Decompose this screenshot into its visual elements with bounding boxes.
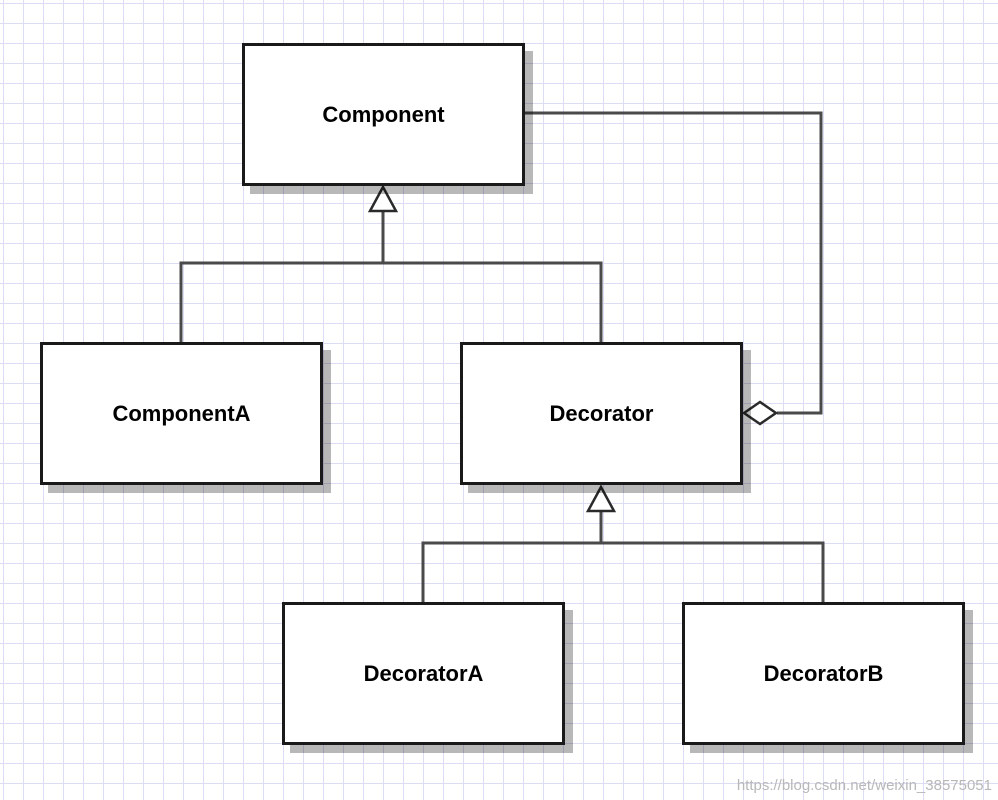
generalization-componenta-to-component: [179, 261, 603, 342]
class-name-decorator: Decorator: [549, 400, 654, 426]
class-decoratora[interactable]: DecoratorA: [282, 602, 565, 745]
class-name-decoratora: DecoratorA: [363, 660, 484, 686]
aggregation-decorator-component-line: [525, 111, 823, 415]
generalization-arrowhead-decorator: [585, 484, 617, 513]
class-decorator[interactable]: Decorator: [460, 342, 743, 485]
class-decoratorb[interactable]: DecoratorB: [682, 602, 965, 745]
generalization-decorators-to-decorator: [421, 541, 825, 602]
class-name-decoratorb: DecoratorB: [763, 660, 884, 686]
class-component[interactable]: Component: [242, 43, 525, 186]
class-name-componenta: ComponentA: [112, 400, 251, 426]
class-componenta[interactable]: ComponentA: [40, 342, 323, 485]
watermark-text: https://blog.csdn.net/weixin_38575051: [736, 777, 992, 794]
generalization-arrowhead-component: [367, 184, 399, 213]
aggregation-diamond: [741, 400, 779, 426]
class-name-component: Component: [322, 101, 445, 127]
